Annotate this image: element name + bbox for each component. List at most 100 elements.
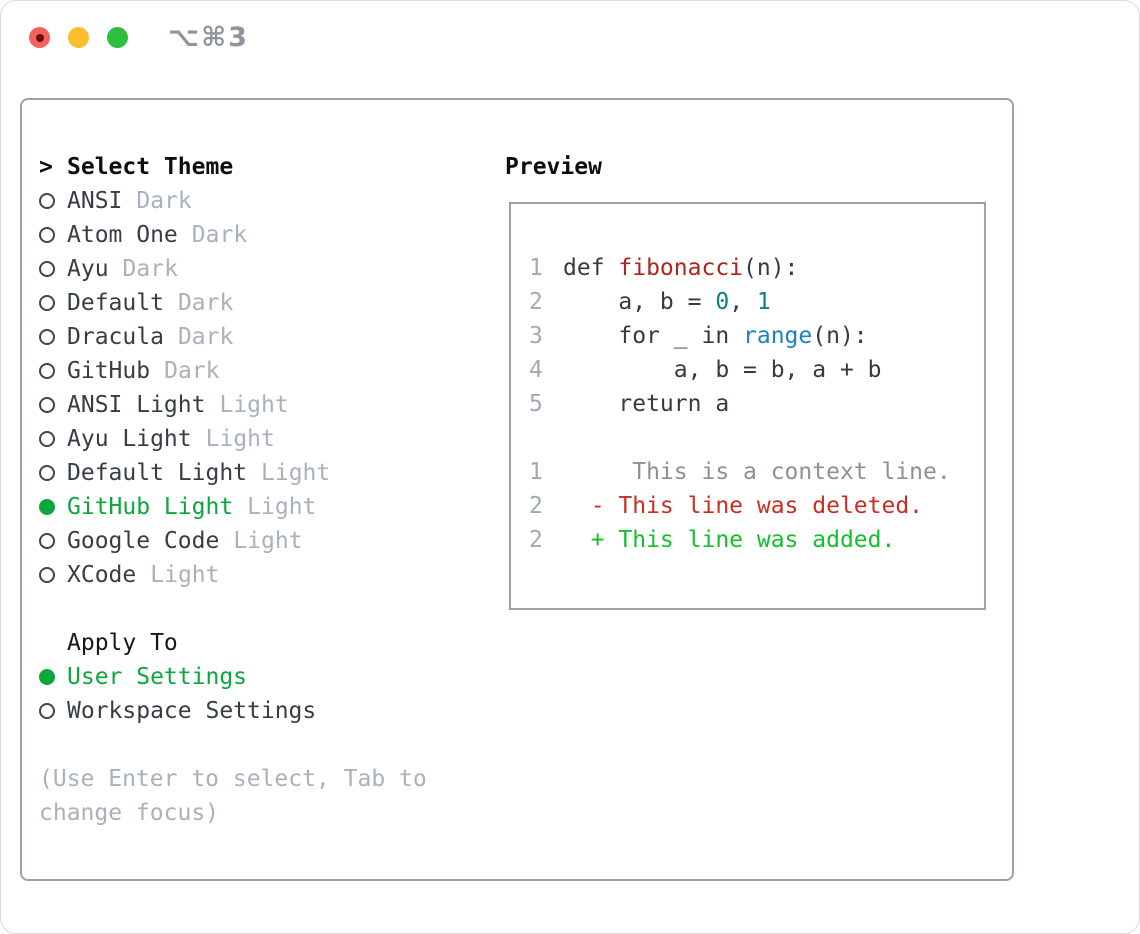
help-text-line1: (Use Enter to select, Tab to xyxy=(39,766,427,792)
diff-context-line: 1 This is a context line. xyxy=(529,455,984,489)
select-theme-header: > Select Theme xyxy=(39,150,427,184)
code-token: return a xyxy=(563,391,730,417)
window-shortcut-label: ⌥⌘3 xyxy=(168,22,249,53)
close-button[interactable] xyxy=(29,27,50,48)
zoom-button[interactable] xyxy=(107,27,128,48)
code-token: 1 xyxy=(756,289,771,315)
theme-name: GitHub xyxy=(67,358,151,384)
line-number: 2 xyxy=(529,527,543,553)
preview-title: Preview xyxy=(505,154,602,180)
radio-icon xyxy=(39,261,67,277)
line-number: 5 xyxy=(529,391,543,417)
theme-name: ANSI xyxy=(67,188,123,214)
theme-variant: Dark xyxy=(122,256,178,282)
radio-icon xyxy=(39,567,67,583)
radio-icon xyxy=(39,703,67,719)
code-token: range xyxy=(743,323,813,349)
code-token: a, b = b, a + b xyxy=(563,357,882,383)
theme-item-google-code-light[interactable]: Google Code Light xyxy=(39,524,427,558)
help-text-line2: change focus) xyxy=(39,800,220,826)
theme-item-atom-one-dark[interactable]: Atom One Dark xyxy=(39,218,427,252)
theme-name: Google Code xyxy=(67,528,220,554)
theme-item-ansi-dark[interactable]: ANSI Dark xyxy=(39,184,427,218)
apply-option-workspace-settings[interactable]: Workspace Settings xyxy=(39,694,427,728)
line-number: 2 xyxy=(529,289,543,315)
theme-variant: Dark xyxy=(177,290,234,316)
code-token: a, b = xyxy=(563,289,716,315)
code-line-5: 5 return a xyxy=(529,387,984,421)
diff-added-line: 2 + This line was added. xyxy=(529,523,984,557)
spacer xyxy=(39,592,427,626)
radio-icon xyxy=(39,465,67,481)
line-number: 2 xyxy=(529,493,543,519)
apply-option-label: User Settings xyxy=(67,664,248,690)
diff-text: + This line was added. xyxy=(563,527,896,553)
theme-item-default-dark[interactable]: Default Dark xyxy=(39,286,427,320)
theme-name: Default Light xyxy=(67,460,248,486)
radio-icon xyxy=(39,227,67,243)
theme-name: Default xyxy=(67,290,164,316)
theme-item-ansi-light[interactable]: ANSI Light Light xyxy=(39,388,427,422)
line-number: 1 xyxy=(529,255,543,281)
theme-variant: Light xyxy=(150,562,220,588)
radio-icon xyxy=(39,329,67,345)
traffic-lights xyxy=(29,27,128,48)
theme-name: Ayu Light xyxy=(67,426,192,452)
titlebar: ⌥⌘3 xyxy=(1,1,1139,76)
radio-icon xyxy=(39,533,67,549)
line-number: 4 xyxy=(529,357,543,383)
theme-variant: Light xyxy=(233,528,303,554)
line-number: 1 xyxy=(529,459,543,485)
theme-item-xcode-light[interactable]: XCode Light xyxy=(39,558,427,592)
code-token: fibonacci xyxy=(618,255,744,281)
theme-item-dracula-dark[interactable]: Dracula Dark xyxy=(39,320,427,354)
theme-variant: Light xyxy=(219,392,289,418)
theme-item-github-dark[interactable]: GitHub Dark xyxy=(39,354,427,388)
diff-deleted-line: 2 - This line was deleted. xyxy=(529,489,984,523)
code-token: (n): xyxy=(743,255,799,281)
radio-icon xyxy=(39,397,67,413)
code-line-2: 2 a, b = 0, 1 xyxy=(529,285,984,319)
apply-to-title: Apply To xyxy=(67,630,178,656)
line-number: 3 xyxy=(529,323,543,349)
theme-variant: Light xyxy=(261,460,331,486)
theme-item-github-light[interactable]: GitHub Light Light xyxy=(39,490,427,524)
theme-name: ANSI Light xyxy=(67,392,206,418)
theme-list: > Select Theme ANSI Dark Atom One Dark A… xyxy=(39,150,427,830)
minimize-button[interactable] xyxy=(68,27,89,48)
theme-variant: Dark xyxy=(177,324,234,350)
theme-item-ayu-light[interactable]: Ayu Light Light xyxy=(39,422,427,456)
code-line-3: 3 for _ in range(n): xyxy=(529,319,984,353)
theme-variant: Light xyxy=(205,426,275,452)
theme-name: Atom One xyxy=(67,222,178,248)
spacer xyxy=(39,728,427,762)
diff-text: This is a context line. xyxy=(563,459,951,485)
theme-item-default-light[interactable]: Default Light Light xyxy=(39,456,427,490)
apply-option-label: Workspace Settings xyxy=(67,698,317,724)
code-token: (n): xyxy=(812,323,868,349)
spacer-line xyxy=(529,421,984,455)
code-token: , xyxy=(729,289,757,315)
radio-icon xyxy=(39,295,67,311)
theme-name: Dracula xyxy=(67,324,164,350)
theme-item-ayu-dark[interactable]: Ayu Dark xyxy=(39,252,427,286)
theme-name: GitHub Light xyxy=(67,494,234,520)
code-line-4: 4 a, b = b, a + b xyxy=(529,353,984,387)
radio-selected-icon xyxy=(39,669,67,685)
main-panel: > Select Theme ANSI Dark Atom One Dark A… xyxy=(20,98,1014,881)
radio-icon xyxy=(39,431,67,447)
code-token: 0 xyxy=(715,289,730,315)
theme-variant: Dark xyxy=(136,188,192,214)
radio-icon xyxy=(39,193,67,209)
radio-selected-icon xyxy=(39,499,67,515)
apply-to-header: Apply To xyxy=(39,626,427,660)
theme-variant: Dark xyxy=(164,358,220,384)
code-token: for _ in xyxy=(563,323,744,349)
apply-option-user-settings[interactable]: User Settings xyxy=(39,660,427,694)
theme-name: XCode xyxy=(67,562,137,588)
theme-variant: Light xyxy=(247,494,317,520)
theme-name: Ayu xyxy=(67,256,109,282)
